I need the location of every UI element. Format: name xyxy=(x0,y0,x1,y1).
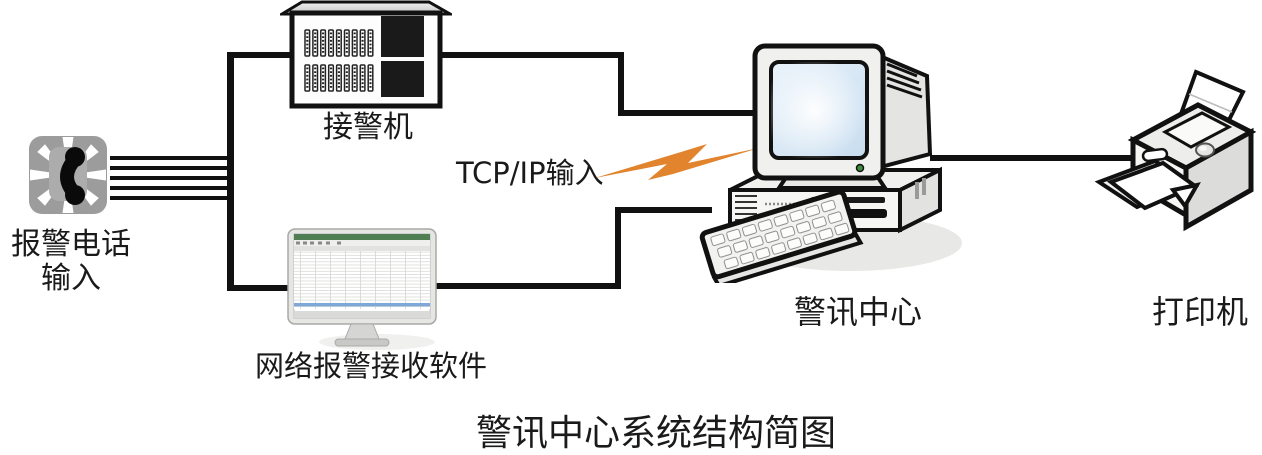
phone-line xyxy=(110,196,229,200)
printer-icon xyxy=(1093,60,1262,265)
software-label: 网络报警接收软件 xyxy=(254,349,487,383)
phone-label-line1: 报警电话 xyxy=(11,227,131,262)
connector-software-h1 xyxy=(436,283,621,289)
connector-receiver-v xyxy=(618,52,624,116)
handset-icon xyxy=(60,147,85,205)
phone-label-line2: 输入 xyxy=(41,260,101,296)
phone-label: 报警电话 输入 xyxy=(0,228,150,295)
connector-software-v xyxy=(615,207,621,289)
center-label: 警讯中心 xyxy=(793,293,922,331)
connector-receiver-h2 xyxy=(618,110,760,116)
computer-icon xyxy=(695,28,965,289)
software-monitor-icon xyxy=(285,227,441,351)
tcpip-label: TCP/IP输入 xyxy=(456,156,604,190)
connector-branch-vertical xyxy=(227,52,234,291)
alarm-receiver-icon xyxy=(276,0,456,110)
lightning-icon xyxy=(593,141,761,183)
printer-label: 打印机 xyxy=(1151,293,1248,331)
phone-line xyxy=(110,186,229,190)
connector-branch-to-receiver xyxy=(227,52,300,58)
connector-software-h2 xyxy=(615,207,712,213)
phone-line xyxy=(110,156,229,160)
receiver-label: 接警机 xyxy=(323,110,413,145)
connector-center-printer xyxy=(930,155,1136,161)
phone-line xyxy=(110,166,229,170)
alarm-phone-icon xyxy=(28,135,108,215)
connector-receiver-h1 xyxy=(438,52,624,58)
connector-branch-to-software xyxy=(227,285,295,291)
power-led-icon xyxy=(855,163,865,173)
diagram-title: 警讯中心系统结构简图 xyxy=(475,413,836,454)
phone-line xyxy=(110,176,229,180)
keyboard-icon xyxy=(699,189,864,289)
